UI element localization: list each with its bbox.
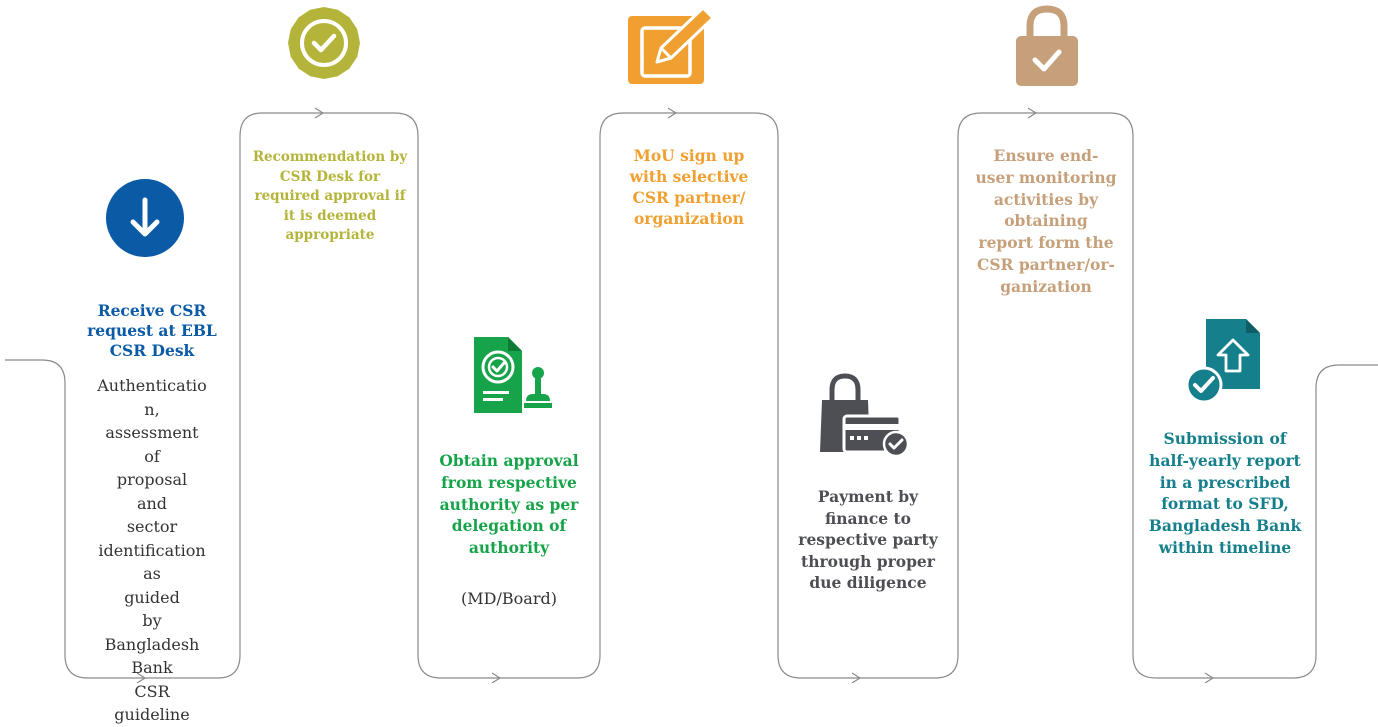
step-2-title: Recommendation by CSR Desk for required … <box>252 149 408 243</box>
shopping-bag-card-icon <box>820 373 910 458</box>
step-1-description: Authenticatio n, assessment of proposal … <box>97 376 207 724</box>
approved-document-stamp-icon <box>474 337 552 413</box>
download-arrow-icon <box>106 179 184 257</box>
upload-document-check-icon <box>1185 319 1260 404</box>
flow-arrows <box>136 107 1215 683</box>
arrow-head <box>667 107 678 119</box>
arrow-head <box>491 672 502 683</box>
arrow-head <box>851 672 862 683</box>
edit-pencil-icon <box>628 6 715 84</box>
arrow-head <box>136 672 147 683</box>
arrow-head <box>314 107 325 119</box>
step-3-title: Obtain approval from respective authorit… <box>439 451 579 558</box>
check-badge-icon <box>288 7 360 79</box>
process-flow-line <box>5 107 1378 683</box>
arrow-head <box>1027 107 1038 119</box>
step-6-title: Ensure end-user monitoring activities by… <box>975 146 1117 296</box>
padlock-check-icon <box>1016 5 1078 86</box>
step-4-title: MoU sign up with selective CSR partner/ … <box>629 146 749 228</box>
arrow-head <box>1204 672 1215 683</box>
step-5-title: Payment by finance to respective party t… <box>798 487 938 592</box>
step-1-title: Receive CSR request at EBL CSR Desk <box>87 301 217 360</box>
step-3-description: (MD/Board) <box>461 589 557 608</box>
flow-path <box>5 112 1378 679</box>
step-7-title: Submission of half-yearly report in a pr… <box>1148 429 1302 557</box>
